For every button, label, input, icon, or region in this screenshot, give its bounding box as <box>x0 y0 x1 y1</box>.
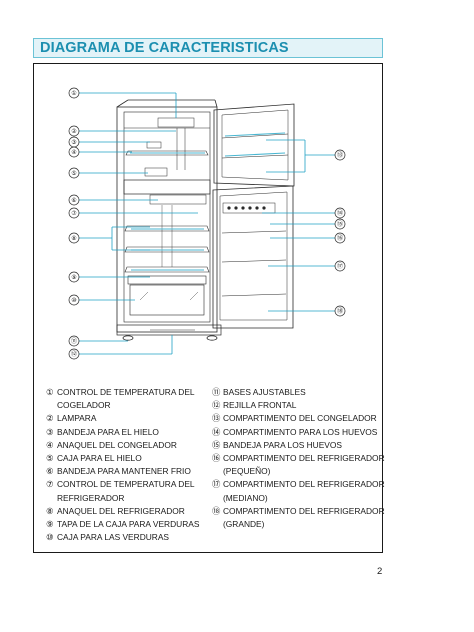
crisper-drawer <box>129 284 205 316</box>
callout-3: ③ <box>71 139 76 146</box>
crisper-lid <box>127 275 207 285</box>
callout-12: ⑫ <box>71 350 77 358</box>
callout-5: ⑤ <box>71 170 76 177</box>
freezer-shelf <box>125 150 209 156</box>
callout-13: ⑬ <box>337 151 343 159</box>
title-bar: DIAGRAMA DE CARACTERISTICAS <box>33 38 383 58</box>
callout-16: ⑯ <box>337 234 343 242</box>
adjustable-foot <box>122 335 134 341</box>
cabinet-outline <box>116 106 218 333</box>
callout-14: ⑭ <box>337 209 343 217</box>
front-grille <box>116 324 222 336</box>
callout-8: ⑧ <box>71 235 76 242</box>
callout-15: ⑮ <box>337 220 343 228</box>
ice-tray <box>146 141 162 149</box>
callout-9: ⑨ <box>71 274 76 281</box>
callout-11: ⑪ <box>71 337 77 345</box>
compartment-divider <box>123 179 211 195</box>
page-title: DIAGRAMA DE CARACTERISTICAS <box>40 40 289 56</box>
fridge-door <box>212 185 294 329</box>
callout-2: ② <box>71 128 77 135</box>
freezer-door <box>213 103 295 187</box>
page-number: 2 <box>377 566 383 577</box>
ice-box <box>144 167 168 177</box>
callout-4: ④ <box>71 149 76 156</box>
callout-18: ⑱ <box>337 307 343 315</box>
egg-tray <box>222 202 276 214</box>
callout-1: ① <box>71 90 76 97</box>
callout-17: ⑰ <box>337 262 343 270</box>
chill-tray <box>149 194 207 205</box>
freezer-temp-control <box>157 117 195 128</box>
callout-7: ⑦ <box>71 210 77 217</box>
callout-6: ⑥ <box>71 197 76 204</box>
callout-10: ⑩ <box>71 297 76 304</box>
content-frame <box>33 63 383 553</box>
